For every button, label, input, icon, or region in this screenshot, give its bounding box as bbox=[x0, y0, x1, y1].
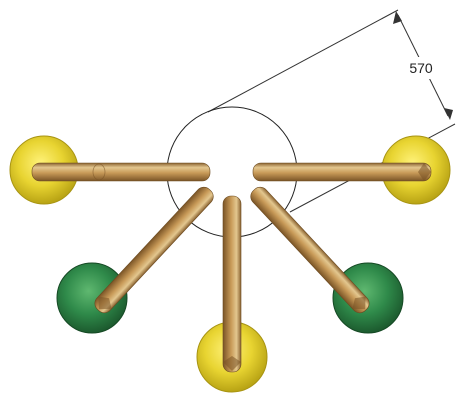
pole-bottom bbox=[222, 195, 242, 373]
pad-lower-left-green bbox=[56, 262, 128, 334]
dimension-arrowhead-bottom bbox=[444, 108, 453, 120]
pole-lower-left bbox=[94, 186, 214, 314]
pole-lower-right bbox=[250, 186, 370, 314]
dimension-label-bg bbox=[402, 57, 440, 79]
pole-right bbox=[252, 162, 432, 182]
pole-left bbox=[31, 162, 211, 182]
dimension-tangent-line-upper bbox=[207, 9, 399, 113]
dimension-label: 570 bbox=[409, 60, 433, 76]
dimension-arrowhead-top bbox=[393, 11, 402, 24]
